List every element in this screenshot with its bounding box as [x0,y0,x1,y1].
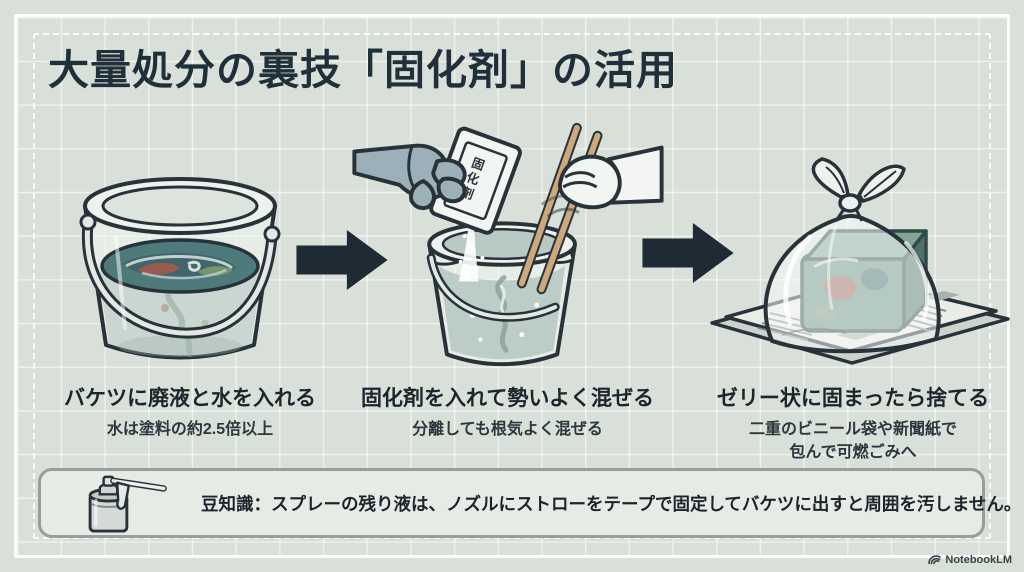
step-1-heading: バケツに廃液と水を入れる [64,387,316,410]
notebooklm-logo-icon [928,555,942,565]
step-3-subtext: 二重のビニール袋や新聞紙で 包んで可燃ごみへ [748,421,957,462]
arrow-right-icon [642,222,734,284]
tape [115,481,131,510]
step-1-subtext: 水は塗料の約2.5倍以上 [106,421,274,438]
bucket-highlight [114,236,127,330]
step-3-heading: ゼリー状に固まったら捨てる [716,387,990,410]
tip-text: 豆知識：スプレーの残り液は、ノズルにストローをテープで固定してバケツに出すと周囲… [201,493,1022,514]
stirring-hand [557,145,664,210]
step-1: バケツに廃液と水を入れる 水は塗料の約2.5倍以上 [30,118,350,441]
disposal-bag-illustration [686,118,1020,376]
watermark: NotebookLM [927,553,1012,566]
step-2-subtext: 分離しても根気よく混ぜる [412,421,603,438]
mixing-illustration: 固化剤 [350,118,665,376]
dashed-frame [33,33,991,539]
bucket-rim [83,177,277,235]
page-title: 大量処分の裏技「固化剤」の活用 [48,47,678,93]
step-2: 固化剤 固化剤を入れて勢いよく混ぜる 分離しても根気よく混ぜる [350,118,665,441]
bucket-illustration [30,118,350,376]
bucket-waste-liquid-icon [79,177,281,360]
gloved-hand [351,143,467,211]
step-3: ゼリー状に固まったら捨てる 二重のビニール袋や新聞紙で 包んで可燃ごみへ [686,118,1020,464]
stirring-bucket-icon [351,122,664,367]
bucket-handle [79,213,281,339]
arrow-right-icon [296,229,388,291]
tied-bag-on-newspaper-icon [710,157,1010,365]
paint-swirl [100,238,260,294]
watermark-label: NotebookLM [945,553,1012,566]
plastic-bag [763,157,941,354]
spray-can-icon [88,475,167,533]
step-2-heading: 固化剤を入れて勢いよく混ぜる [361,387,654,410]
powder-stream [458,224,484,282]
tip-box: 豆知識：スプレーの残り液は、ノズルにストローをテープで固定してバケツに出すと周囲… [38,468,1021,538]
